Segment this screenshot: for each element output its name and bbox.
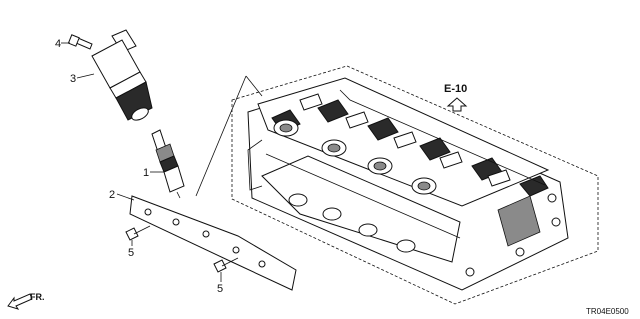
diagram-code: TR04E0500	[586, 307, 629, 316]
reference-label: E-10	[444, 83, 467, 95]
callout-3: 3	[70, 73, 76, 85]
callout-1: 1	[143, 167, 149, 179]
spark-plug-part-1	[151, 129, 185, 199]
front-label: FR.	[30, 292, 45, 302]
reference-e10[interactable]: E-10	[444, 83, 468, 112]
callout-5a: 5	[128, 247, 134, 259]
callout-5b: 5	[217, 283, 223, 295]
cylinder-head	[247, 77, 569, 291]
bolt-part-4	[67, 34, 93, 50]
front-arrow-icon	[7, 293, 33, 310]
front-direction-indicator: FR.	[7, 292, 45, 310]
ignition-coil-part-3	[91, 29, 153, 121]
reference-up-arrow-icon	[446, 97, 468, 112]
bolt-part-5a	[125, 225, 151, 241]
gasket-part-2	[129, 195, 297, 291]
callout-2: 2	[109, 189, 115, 201]
bolt-part-5b	[213, 257, 239, 273]
coil-leader-line	[195, 75, 247, 197]
coil-leader-line-2	[245, 75, 263, 97]
callout-4: 4	[55, 38, 61, 50]
assembly-boundary	[231, 65, 599, 305]
